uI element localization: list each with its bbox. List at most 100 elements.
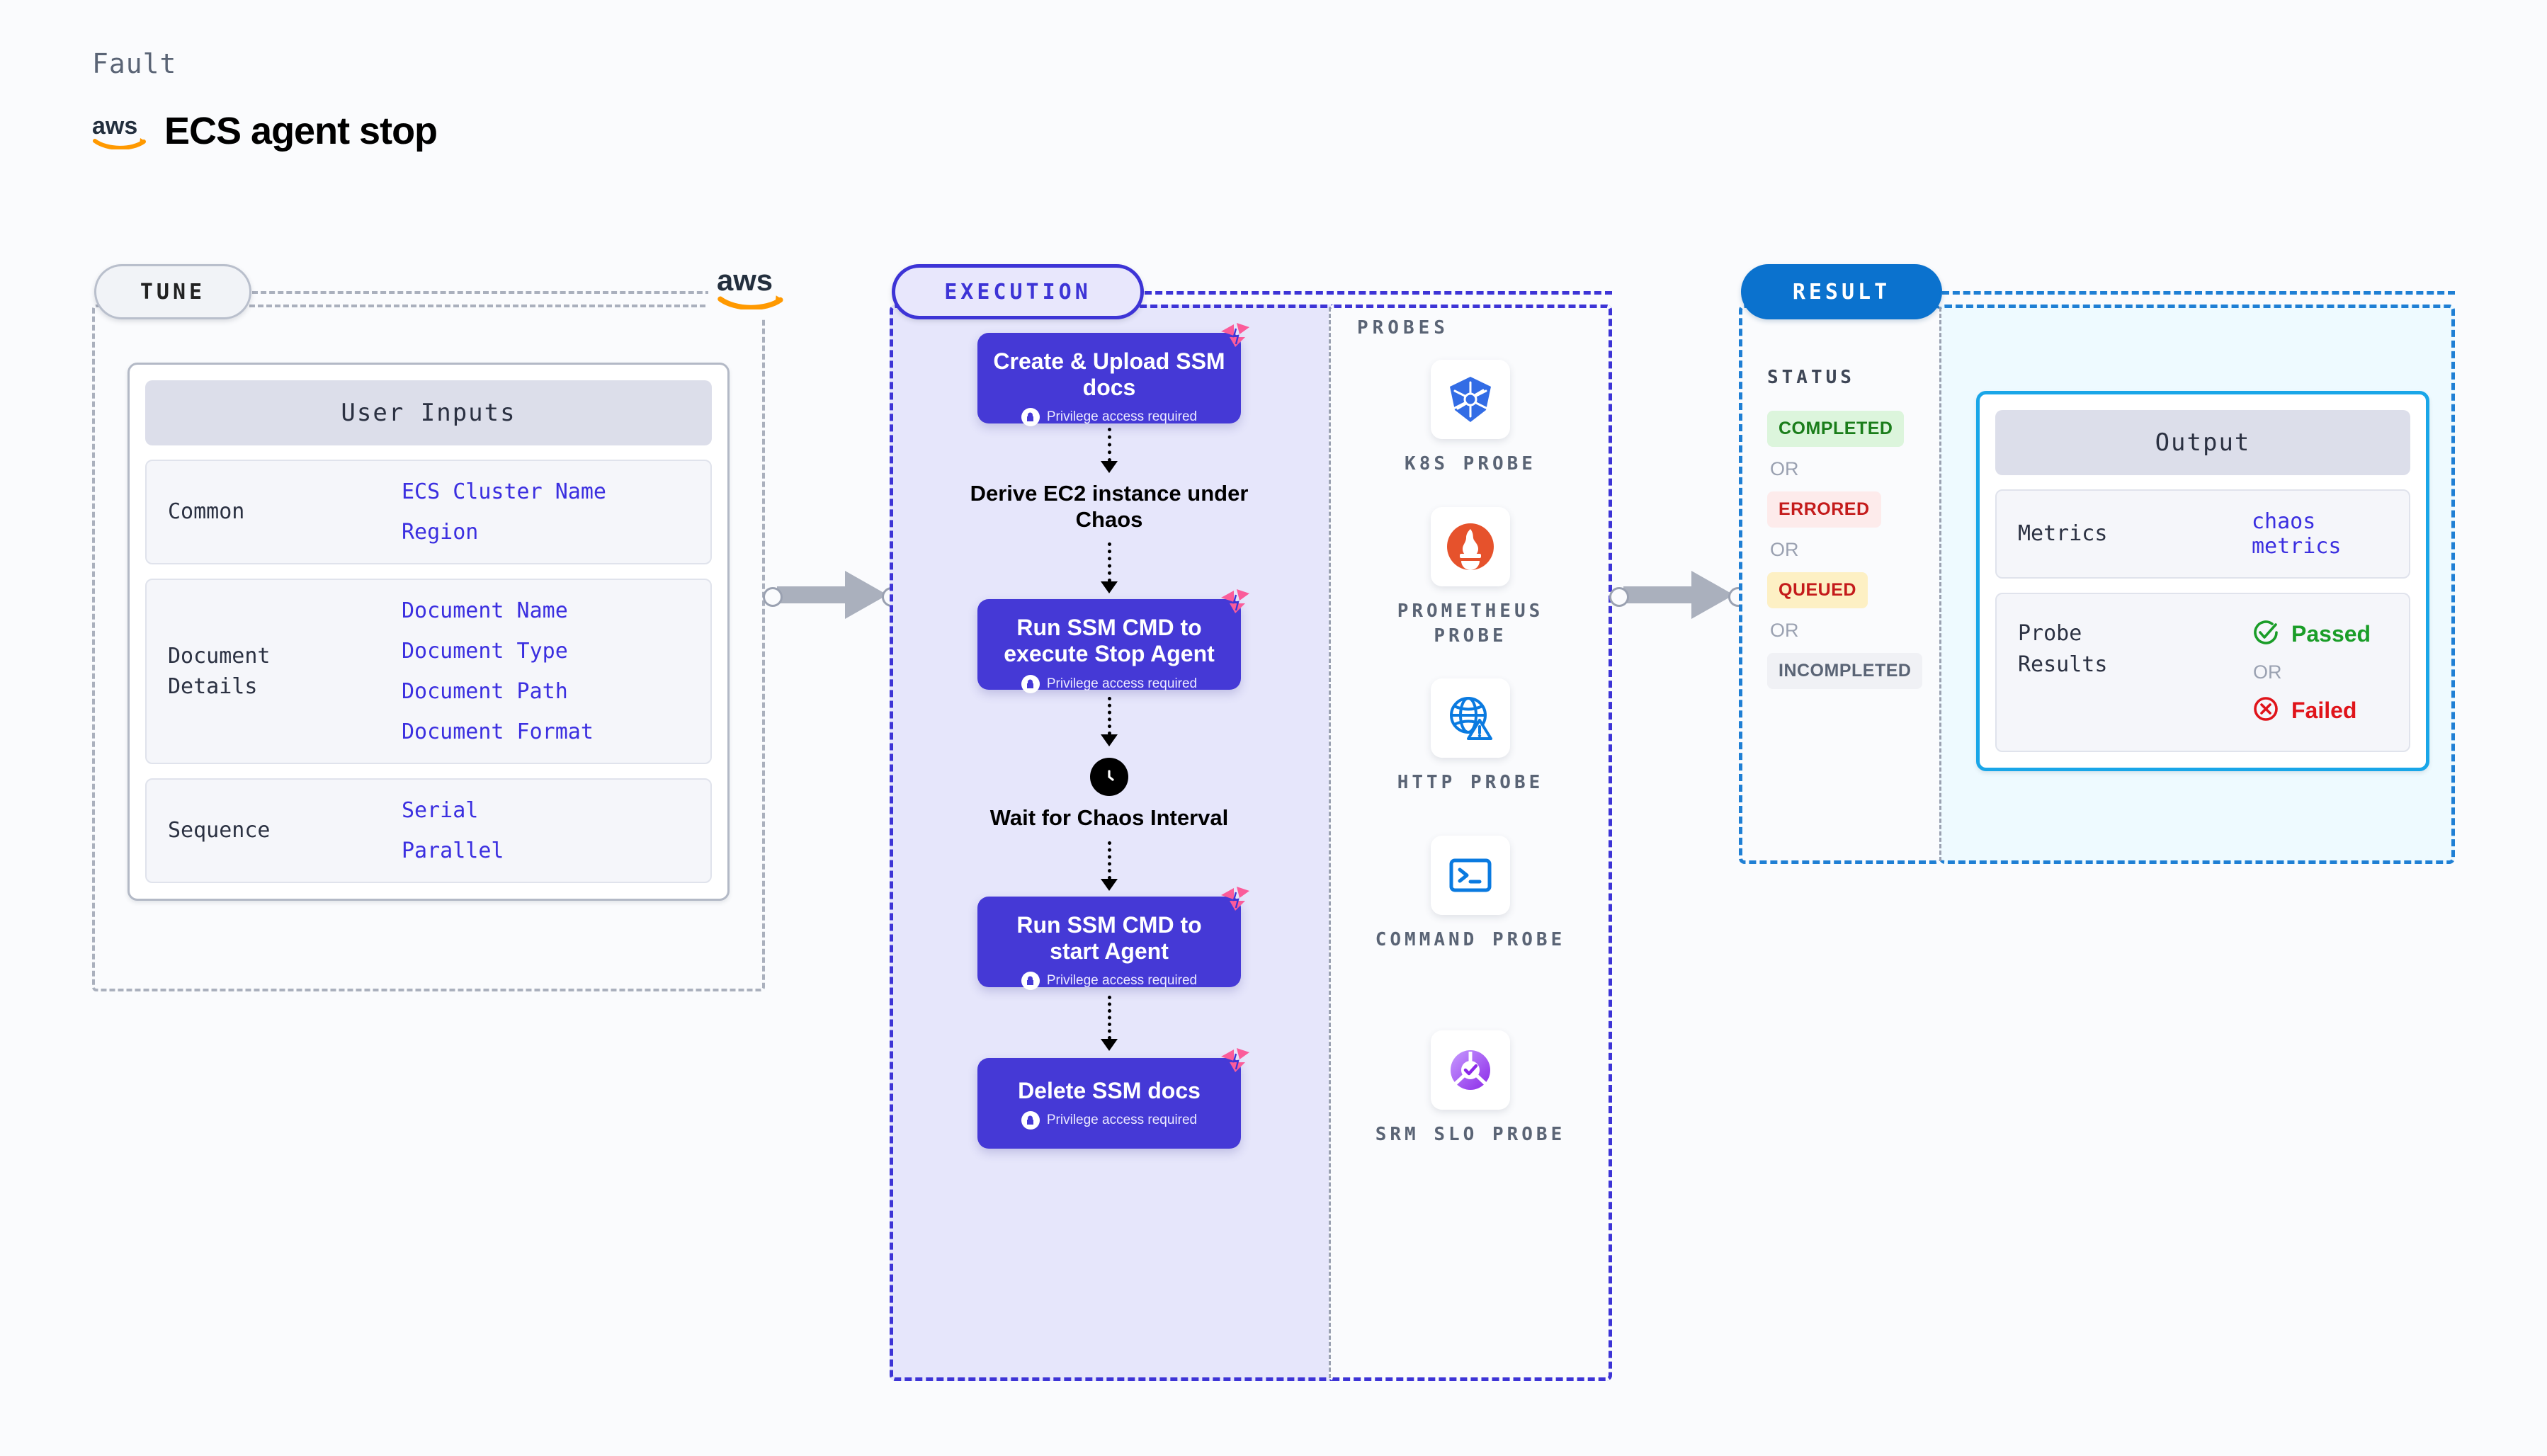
probe-item-http[interactable]: HTTP PROBE: [1364, 678, 1577, 795]
srm-slo-icon: [1431, 1030, 1510, 1110]
status-badge-errored: ERRORED: [1767, 491, 1881, 528]
execution-step-card[interactable]: Run SSM CMD to execute Stop Agent Privil…: [977, 589, 1249, 693]
probes-divider: [1329, 307, 1331, 1378]
execution-step-card[interactable]: Create & Upload SSM docs Privilege acces…: [977, 323, 1249, 427]
privilege-text: Privilege access required: [1046, 1113, 1198, 1128]
lock-icon: [1021, 674, 1040, 693]
globe-warning-icon: [1431, 678, 1510, 758]
privilege-note: Privilege access required: [992, 971, 1227, 990]
probe-label: PROMETHEUS PROBE: [1397, 601, 1544, 647]
clock-icon: [1090, 758, 1128, 797]
input-value[interactable]: Document Name: [402, 598, 568, 623]
fault-title-row: aws ECS agent stop: [92, 109, 438, 153]
input-group-label: Sequence: [168, 818, 271, 843]
input-group-label: Document Details: [168, 643, 271, 700]
probe-label: HTTP PROBE: [1397, 772, 1544, 793]
tune-connector-line: [252, 291, 720, 294]
execution-step-plain: Derive EC2 instance under Chaos: [970, 481, 1249, 533]
chaos-bolt-icon: [1220, 588, 1251, 616]
or-label: OR: [2253, 661, 2282, 683]
execution-step-card[interactable]: Run SSM CMD to start Agent Privilege acc…: [977, 886, 1249, 990]
privilege-note: Privilege access required: [992, 674, 1227, 693]
chaos-bolt-icon: [1220, 1047, 1251, 1075]
privilege-note: Privilege access required: [992, 1111, 1227, 1130]
result-divider: [1939, 307, 1941, 861]
probe-item-srm-slo[interactable]: SRM SLO PROBE: [1364, 1030, 1577, 1147]
probes-label: PROBES: [1357, 317, 1449, 339]
arrow-execution-to-result: [1609, 567, 1748, 623]
output-panel: Output Metrics chaos metrics Probe Resul…: [1976, 391, 2429, 771]
privilege-text: Privilege access required: [1046, 676, 1198, 691]
aws-logo-icon: aws: [92, 113, 147, 149]
lock-icon: [1021, 408, 1040, 427]
input-value[interactable]: ECS Cluster Name: [402, 479, 606, 504]
output-group-probe-results: Probe Results Passed OR: [1995, 593, 2410, 752]
flow-arrow: [1101, 841, 1118, 891]
status-badge-incompleted: INCOMPLETED: [1767, 653, 1923, 689]
probe-label: SRM SLO PROBE: [1375, 1124, 1566, 1145]
chaos-bolt-icon: [1220, 322, 1251, 350]
user-inputs-heading: User Inputs: [145, 380, 712, 445]
status-badge-completed: COMPLETED: [1767, 411, 1905, 447]
execution-step-card[interactable]: Delete SSM docs Privilege access require…: [977, 1047, 1249, 1149]
status-badge-queued: QUEUED: [1767, 572, 1868, 608]
status-list: COMPLETED OR ERRORED OR QUEUED OR INCOMP…: [1767, 411, 1923, 689]
input-value[interactable]: Serial: [402, 798, 479, 823]
metrics-value[interactable]: chaos metrics: [2252, 509, 2342, 559]
probe-item-k8s[interactable]: K8S PROBE: [1364, 360, 1577, 477]
probe-label: COMMAND PROBE: [1375, 929, 1566, 950]
chaos-bolt-icon: [1220, 885, 1251, 914]
input-value[interactable]: Document Type: [402, 639, 568, 664]
or-label: OR: [1770, 458, 1799, 479]
step-title: Create & Upload SSM docs: [993, 348, 1225, 401]
prometheus-icon: [1431, 507, 1510, 586]
input-group-common: Common ECS Cluster Name Region: [145, 460, 712, 564]
flow-arrow: [1101, 542, 1118, 594]
svg-text:aws: aws: [717, 264, 773, 297]
output-heading: Output: [1995, 410, 2410, 475]
privilege-text: Privilege access required: [1046, 409, 1198, 425]
close-circle-icon: [2252, 695, 2280, 727]
output-group-metrics: Metrics chaos metrics: [1995, 489, 2410, 579]
probe-item-command[interactable]: COMMAND PROBE: [1364, 836, 1577, 952]
probe-result-passed: Passed: [2252, 618, 2371, 650]
flow-arrow: [1101, 428, 1118, 473]
result-connector-line: [1942, 291, 2455, 295]
tune-badge[interactable]: TUNE: [94, 264, 251, 319]
arrow-tune-to-execution: [763, 567, 902, 623]
flow-arrow: [1101, 995, 1118, 1051]
status-label: STATUS: [1767, 367, 1855, 388]
step-title: Run SSM CMD to execute Stop Agent: [1004, 615, 1215, 667]
step-title: Delete SSM docs: [1018, 1078, 1201, 1103]
execution-flow: Create & Upload SSM docs Privilege acces…: [890, 323, 1329, 1149]
execution-connector-line: [1145, 291, 1612, 295]
page-title: ECS agent stop: [164, 110, 438, 152]
execution-badge[interactable]: EXECUTION: [892, 264, 1144, 319]
privilege-note: Privilege access required: [992, 408, 1227, 427]
flow-arrow: [1101, 697, 1118, 747]
probe-item-prometheus[interactable]: PROMETHEUS PROBE: [1364, 507, 1577, 649]
input-value[interactable]: Region: [402, 520, 479, 545]
probe-label: K8S PROBE: [1405, 453, 1536, 474]
lock-icon: [1021, 1111, 1040, 1130]
input-value[interactable]: Parallel: [402, 838, 504, 863]
result-badge[interactable]: RESULT: [1741, 264, 1942, 319]
svg-text:aws: aws: [92, 113, 137, 140]
tune-section: [92, 305, 765, 991]
input-value[interactable]: Document Path: [402, 679, 568, 704]
passed-label: Passed: [2291, 621, 2371, 647]
step-title: Run SSM CMD to start Agent: [1016, 911, 1202, 964]
or-label: OR: [1770, 620, 1799, 641]
input-group-document-details: Document Details Document Name Document …: [145, 579, 712, 764]
privilege-text: Privilege access required: [1046, 972, 1198, 988]
aws-corner-logo-icon: aws: [708, 256, 793, 317]
user-inputs-panel: User Inputs Common ECS Cluster Name Regi…: [127, 363, 730, 901]
lock-icon: [1021, 971, 1040, 990]
check-circle-icon: [2252, 618, 2280, 650]
terminal-icon: [1431, 836, 1510, 915]
input-value[interactable]: Document Format: [402, 720, 594, 744]
or-label: OR: [1770, 539, 1799, 560]
failed-label: Failed: [2291, 698, 2357, 723]
page-header: Fault aws ECS agent stop: [92, 48, 438, 153]
execution-step-wait: Wait for Chaos Interval: [982, 758, 1237, 831]
